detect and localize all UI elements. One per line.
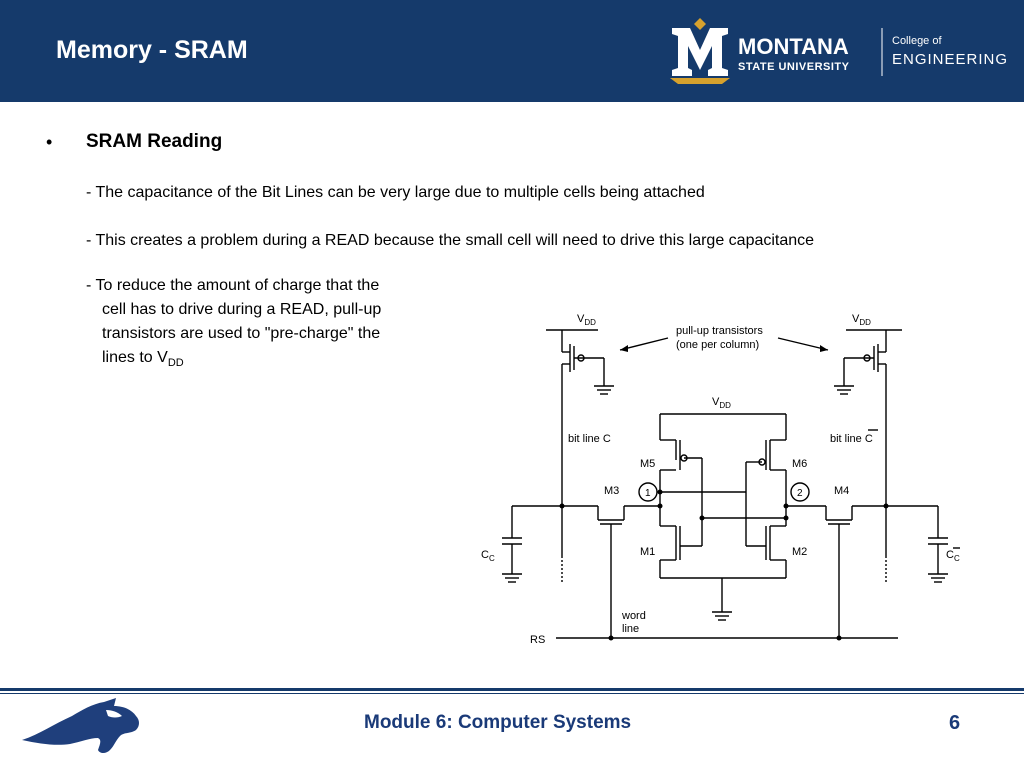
paragraph-read-problem: - This creates a problem during a READ b… xyxy=(86,232,815,249)
logo-state-university: STATE UNIVERSITY xyxy=(738,61,850,73)
msu-m-icon xyxy=(670,18,730,84)
footer-rule-thick xyxy=(0,688,1024,691)
footer-rule-thin xyxy=(0,693,1024,694)
svg-text:(one per column): (one per column) xyxy=(676,339,759,351)
msu-logo: MONTANA STATE UNIVERSITY College of ENGI… xyxy=(670,18,1008,84)
precharge-line2: cell has to drive during a READ, pull-up xyxy=(102,301,382,318)
svg-text:VDD: VDD xyxy=(712,396,731,410)
svg-text:RS: RS xyxy=(530,634,545,646)
svg-text:1: 1 xyxy=(645,488,651,499)
svg-text:bit line C: bit line C xyxy=(830,433,873,445)
svg-text:M4: M4 xyxy=(834,485,849,497)
precharge-line4: lines to VDD xyxy=(102,349,184,370)
svg-text:VDD: VDD xyxy=(852,313,871,327)
svg-text:M2: M2 xyxy=(792,546,807,558)
header-bar: Memory - SRAM MONTANA STATE UNIVERSITY C… xyxy=(0,0,1024,102)
slide-content: • SRAM Reading - The capacitance of the … xyxy=(0,102,1024,688)
svg-text:M5: M5 xyxy=(640,458,655,470)
logo-montana: MONTANA xyxy=(738,34,849,59)
svg-text:pull-up transistors: pull-up transistors xyxy=(676,325,763,337)
svg-text:M1: M1 xyxy=(640,546,655,558)
footer-module-title: Module 6: Computer Systems xyxy=(364,712,632,733)
svg-text:VDD: VDD xyxy=(577,313,596,327)
precharge-line3: transistors are used to "pre-charge" the xyxy=(102,325,381,342)
bobcat-logo-icon xyxy=(22,698,139,753)
svg-text:CC: CC xyxy=(946,549,960,563)
bullet-marker: • xyxy=(46,132,53,152)
paragraph-precharge: - To reduce the amount of charge that th… xyxy=(86,274,381,375)
svg-text:CC: CC xyxy=(481,549,495,563)
svg-text:bit line C: bit line C xyxy=(568,433,611,445)
slide-title: Memory - SRAM xyxy=(56,36,248,64)
svg-text:2: 2 xyxy=(797,488,803,499)
page-number: 6 xyxy=(949,712,961,734)
logo-engineering: ENGINEERING xyxy=(892,51,1008,68)
svg-text:word: word xyxy=(621,610,646,622)
svg-text:line: line xyxy=(622,623,639,635)
svg-text:M3: M3 xyxy=(604,485,619,497)
svg-text:M6: M6 xyxy=(792,458,807,470)
section-heading: SRAM Reading xyxy=(86,131,223,152)
sram-circuit-diagram: VDD VDD VDD pull-up transistors (one per… xyxy=(481,313,960,646)
logo-college-of: College of xyxy=(892,35,942,47)
precharge-line1: - To reduce the amount of charge that th… xyxy=(86,277,380,294)
paragraph-bitline-capacitance: - The capacitance of the Bit Lines can b… xyxy=(86,184,705,201)
